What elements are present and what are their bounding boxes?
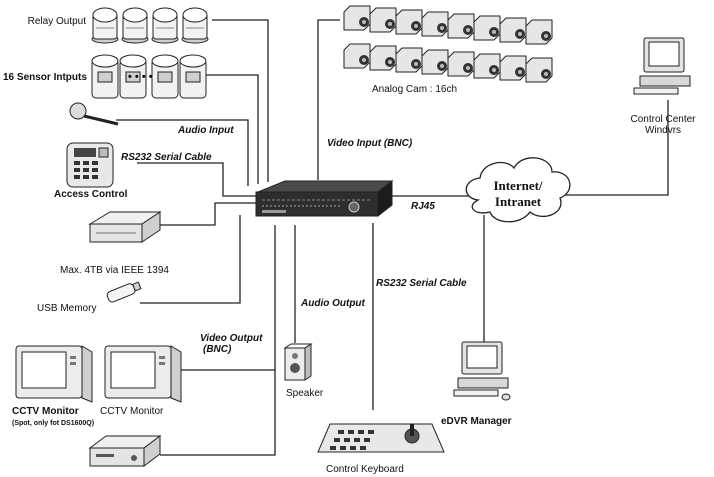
analog-camera bbox=[447, 13, 475, 39]
relay-device-1 bbox=[91, 7, 119, 44]
cctv-monitor-spot-icon bbox=[15, 345, 93, 403]
analog-camera bbox=[395, 47, 423, 73]
relay-output-label: Relay Output bbox=[28, 16, 87, 27]
rs232-access-line bbox=[137, 162, 258, 197]
internet-label-line1: Internet/ bbox=[493, 178, 542, 193]
relay-output-line bbox=[212, 19, 269, 182]
analog-camera bbox=[473, 53, 501, 79]
video-input-line bbox=[317, 19, 340, 180]
sensor-ellipsis: • • • • bbox=[128, 71, 153, 83]
cctv-monitor-spot-note: (Spot, only fot DS1600Q) bbox=[12, 420, 94, 427]
edvr-manager-label: eDVR Manager bbox=[441, 416, 512, 427]
cctv-monitor-spot-label: CCTV Monitor bbox=[12, 406, 79, 417]
usb-memory-label: USB Memory bbox=[37, 303, 96, 314]
control-keyboard-label: Control Keyboard bbox=[326, 464, 404, 475]
analog-camera bbox=[421, 11, 449, 37]
analog-camera bbox=[447, 51, 475, 77]
relay-device-3 bbox=[151, 7, 179, 44]
ieee1394-label: Max. 4TB via IEEE 1394 bbox=[60, 265, 169, 276]
analog-camera bbox=[525, 57, 553, 83]
analog-camera bbox=[525, 19, 553, 45]
dvr-unit bbox=[255, 179, 394, 218]
analog-camera bbox=[343, 43, 371, 69]
sensor-device-2 bbox=[119, 54, 147, 99]
analog-camera bbox=[343, 5, 371, 31]
audio-input-line bbox=[116, 119, 249, 186]
analog-camera bbox=[473, 15, 501, 41]
sensor-device-4 bbox=[179, 54, 207, 99]
relay-device-2 bbox=[121, 7, 149, 44]
rs232-left-label: RS232 Serial Cable bbox=[121, 152, 212, 163]
edvr-manager-pc-icon bbox=[453, 341, 511, 401]
video-output-label-line2: (BNC) bbox=[203, 344, 232, 355]
video-output-line bbox=[160, 225, 276, 456]
access-control-label: Access Control bbox=[54, 189, 128, 200]
control-center-line bbox=[560, 100, 669, 196]
external-storage-icon bbox=[88, 211, 162, 243]
sensor-input-line bbox=[205, 74, 259, 184]
internet-cloud-icon bbox=[465, 157, 571, 223]
access-control-keypad-icon bbox=[66, 142, 114, 188]
usb-memory-line bbox=[140, 215, 241, 304]
video-output-label-line1: Video Output bbox=[200, 333, 263, 344]
internet-label-line2: Intranet bbox=[495, 194, 542, 209]
cctv-monitor-label: CCTV Monitor bbox=[100, 406, 164, 417]
control-center-label-line1: Control Center bbox=[630, 114, 696, 125]
cctv-monitor-icon bbox=[104, 345, 182, 403]
video-recorder-icon bbox=[88, 435, 162, 467]
sensor-device-3 bbox=[151, 54, 179, 99]
analog-cam-label: Analog Cam : 16ch bbox=[372, 84, 457, 95]
speaker-label: Speaker bbox=[286, 388, 324, 399]
rj45-label: RJ45 bbox=[411, 201, 435, 212]
analog-camera bbox=[369, 45, 397, 71]
analog-cameras bbox=[343, 5, 553, 83]
relay-device-4 bbox=[181, 7, 209, 44]
analog-camera bbox=[499, 55, 527, 81]
control-center-pc-icon bbox=[633, 37, 691, 95]
speaker-icon bbox=[283, 343, 313, 381]
relay-output-devices bbox=[91, 7, 209, 44]
ieee1394-line bbox=[158, 202, 258, 226]
control-keyboard-icon bbox=[317, 423, 445, 453]
sensor-devices bbox=[91, 54, 207, 99]
analog-camera bbox=[369, 7, 397, 33]
sensor-device-1 bbox=[91, 54, 119, 99]
microphone-icon bbox=[69, 102, 119, 126]
usb-memory-icon bbox=[106, 281, 142, 303]
connection-lines bbox=[116, 19, 669, 456]
audio-output-label: Audio Output bbox=[300, 298, 366, 309]
rs232-right-label: RS232 Serial Cable bbox=[376, 278, 467, 289]
control-center-label-line2: Windvrs bbox=[645, 125, 681, 136]
audio-input-label: Audio Input bbox=[177, 125, 234, 136]
sensor-inputs-label: 16 Sensor Intputs bbox=[3, 72, 87, 83]
analog-camera bbox=[499, 17, 527, 43]
analog-camera bbox=[421, 49, 449, 75]
analog-camera bbox=[395, 9, 423, 35]
video-input-label: Video Input (BNC) bbox=[327, 138, 413, 149]
